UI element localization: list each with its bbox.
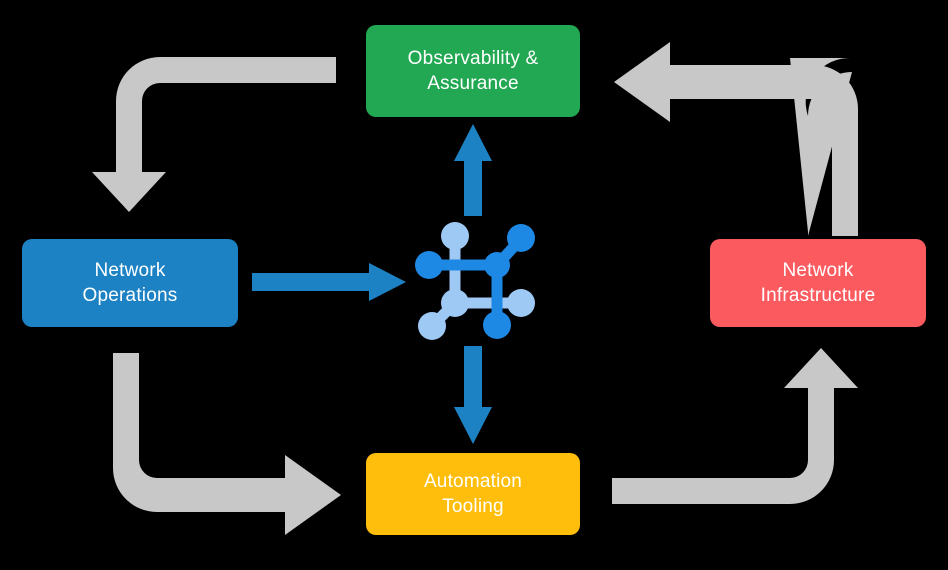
topology-links	[424, 231, 527, 331]
topology-node-hub	[484, 252, 510, 278]
node-label-operations-line2: Operations	[82, 285, 178, 306]
node-label-automation-line2: Tooling	[442, 496, 504, 517]
node-box-observability[interactable]: Observability & Assurance	[366, 25, 580, 117]
gray-arrow-infrastructure-to-observability	[790, 57, 852, 232]
node-label-observability-line1: Observability &	[407, 47, 539, 69]
node-label-infrastructure-line2: Infrastructure	[760, 285, 876, 306]
topology-node-right-low	[507, 289, 535, 317]
node-label-automation-line1: Automation	[423, 470, 523, 492]
gray-arrow-observability-to-operations	[92, 57, 336, 212]
blue-arrow-down	[454, 346, 492, 444]
topology-node-top-right	[507, 224, 535, 252]
node-label-observability-line2: Assurance	[427, 73, 519, 94]
blue-arrow-up	[454, 124, 492, 216]
topology-nodes	[415, 222, 535, 340]
blue-arrow-right	[252, 263, 406, 301]
topology-node-bottom-left	[418, 312, 446, 340]
node-label-infrastructure-line1: Network	[782, 259, 854, 281]
gray-arrow-operations-to-automation	[113, 353, 341, 535]
topology-node-top	[441, 222, 469, 250]
node-label-observability: Observability & Assurance	[392, 46, 555, 96]
gray-arrow-infrastructure-to-observability-shape	[614, 42, 858, 236]
topology-node-center-low	[441, 289, 469, 317]
topology-node-bottom	[483, 311, 511, 339]
gray-arrow-automation-to-infrastructure	[612, 348, 858, 504]
topology-node-left	[415, 251, 443, 279]
node-label-operations-line1: Network	[94, 259, 166, 281]
